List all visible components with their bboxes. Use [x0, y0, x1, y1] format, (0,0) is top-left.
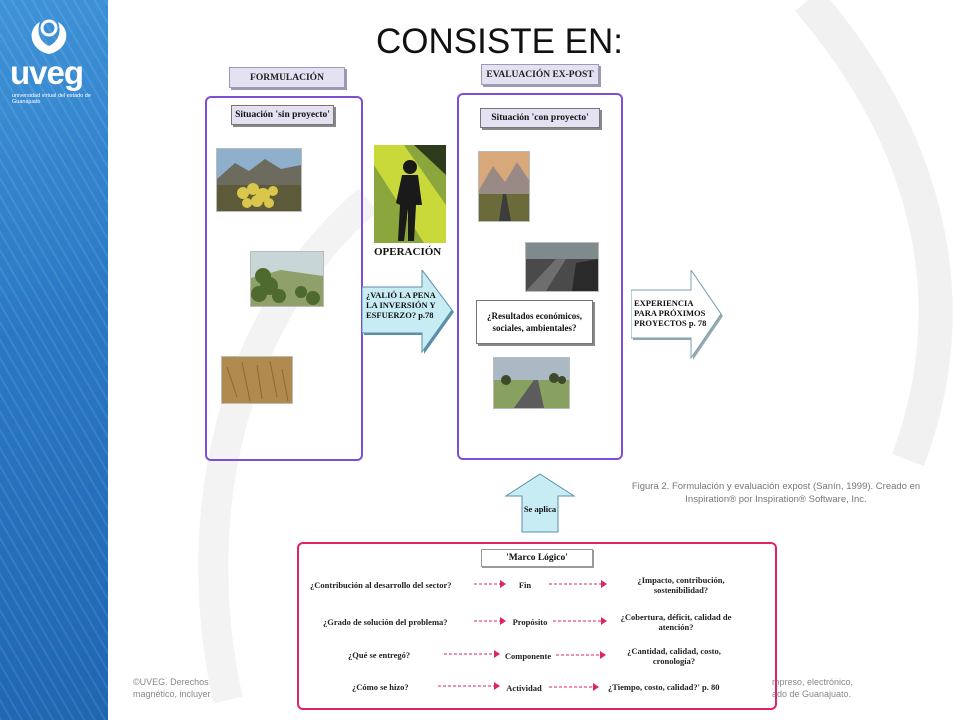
ml-answer: ¿Impacto, contribución, sostenibilidad? — [637, 575, 725, 595]
footer-right: mpreso, electrónico, ado de Guanajuato. — [772, 676, 872, 700]
se-aplica-arrow-shape — [504, 473, 576, 533]
ml-arrow — [438, 682, 500, 690]
ml-answer: ¿Cantidad, calidad, costo, cronología? — [627, 646, 721, 666]
ml-arrow — [549, 683, 599, 691]
ml-arrow — [444, 650, 500, 658]
ml-arrow — [474, 580, 506, 588]
footer-left: ©UVEG. Derechos magnético, incluyer — [133, 676, 223, 700]
ml-arrow — [549, 580, 607, 588]
ml-question: ¿Qué se entregó? — [348, 650, 411, 660]
experiencia-label: EXPERIENCIA PARA PRÓXIMOS PROYECTOS p. 7… — [634, 298, 707, 328]
resultados-label: ¿Resultados económicos, sociales, ambien… — [487, 311, 582, 333]
worker-silhouette-image — [374, 145, 446, 243]
con-proyecto-label: Situación 'con proyecto' — [480, 108, 600, 128]
sin-proyecto-label: Situación 'sin proyecto' — [231, 105, 334, 125]
highway-car-image — [525, 242, 599, 292]
sidebar — [0, 0, 108, 720]
mountain-road-image — [478, 151, 530, 222]
slide-title: CONSISTE EN: — [376, 22, 623, 61]
forest-hills-image — [250, 251, 324, 307]
footer-right-line1: mpreso, electrónico, — [772, 677, 854, 687]
evaluacion-panel — [457, 93, 623, 460]
formulacion-panel — [205, 96, 363, 461]
ml-arrow — [553, 617, 607, 625]
resultados-box: ¿Resultados económicos, sociales, ambien… — [476, 300, 593, 344]
se-aplica-label: Se aplica — [523, 504, 557, 514]
footer-left-line1: ©UVEG. Derechos — [133, 677, 209, 687]
ml-question: ¿Contribución al desarrollo del sector? — [310, 580, 452, 590]
valio-arrow-shape — [362, 270, 454, 354]
footer-right-line2: ado de Guanajuato. — [772, 689, 852, 699]
ml-question: ¿Grado de solución del problema? — [323, 617, 448, 627]
rocky-desert-image — [216, 148, 302, 212]
ml-answer: ¿Cobertura, déficit, calidad de atención… — [620, 612, 732, 632]
operacion-label: OPERACIÓN — [374, 246, 442, 258]
figure-caption: Figura 2. Formulación y evaluación expos… — [631, 481, 921, 505]
formulacion-header: FORMULACIÓN — [229, 67, 345, 88]
marco-logico-title: 'Marco Lógico' — [481, 549, 593, 567]
ml-question: ¿Cómo se hizo? — [352, 682, 409, 692]
ml-level: Componente — [504, 651, 552, 661]
country-road-image — [493, 357, 570, 409]
ml-level: Actividad — [506, 683, 542, 693]
ml-answer: ¿Tiempo, costo, calidad?' p. 80 — [608, 682, 720, 692]
valio-label: ¿VALIÓ LA PENA LA INVERSIÓN Y ESFUERZO? … — [366, 290, 436, 320]
marco-logico-panel — [297, 542, 777, 710]
ml-level: Propósito — [512, 617, 548, 627]
ml-level: Fin — [518, 580, 532, 590]
logo-name: uveg — [10, 54, 84, 91]
ml-arrow — [556, 651, 606, 659]
footer-left-line2: magnético, incluyer — [133, 689, 211, 699]
experiencia-arrow-shape — [631, 270, 723, 360]
dry-grass-image — [221, 356, 293, 404]
uveg-logo-icon — [31, 19, 67, 54]
ml-arrow — [474, 617, 506, 625]
logo-subtitle: universidad virtual del estado de Guanaj… — [12, 93, 91, 105]
evaluacion-header: EVALUACIÓN EX-POST — [481, 64, 599, 85]
